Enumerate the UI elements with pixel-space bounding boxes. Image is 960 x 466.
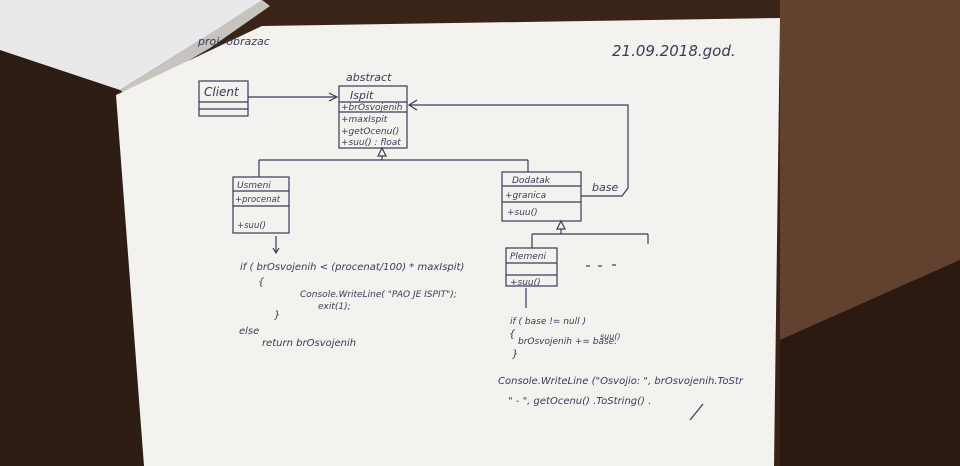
usmeni-note-arrowhead (272, 247, 280, 255)
abstract-stereotype: abstract (346, 71, 392, 84)
notebook-edge (120, 0, 270, 96)
dodatak-name: Dodatak (512, 176, 551, 186)
desk-shadow (780, 260, 960, 466)
base-arrow-head (407, 99, 418, 111)
notebook-sheet (0, 0, 262, 90)
code-line-left: Console.WriteLine( "PAO JE ISPIT"); (300, 290, 457, 300)
abstract-name: Ispit (350, 89, 374, 102)
plemeni-box (505, 247, 558, 287)
paper-sheet (116, 18, 780, 466)
plemeni-name: Plemeni (510, 252, 546, 262)
corner-text: proj. obrazac (197, 35, 270, 48)
abstract-member: +brOsvojenih (341, 103, 403, 113)
dodatak-method: +suu() (507, 208, 538, 218)
code-line-right: brOsvojenih += base. (518, 337, 617, 347)
code-line-right: } (512, 349, 518, 360)
abstract-box (338, 85, 408, 149)
client-box (198, 80, 249, 117)
usmeni-name: Usmeni (237, 181, 271, 191)
code-line-right: { (509, 329, 516, 340)
base-label: base (592, 181, 618, 194)
plemeni-method: +suu() (510, 278, 541, 288)
client-name: Client (204, 85, 240, 99)
desk-highlight (780, 0, 960, 340)
pen-mark (689, 403, 704, 421)
abstract-member: +suu() : float (341, 138, 401, 148)
code-line-left: } (274, 310, 280, 321)
usmeni-method: +suu() (237, 221, 266, 231)
dodatak-attribute: +granica (505, 191, 546, 201)
code-line-right: suu() (600, 332, 621, 341)
desk-left-shadow (0, 0, 150, 466)
usmeni-attribute: +procenat (235, 195, 281, 205)
client-arrow-head (328, 92, 339, 102)
date-label: 21.09.2018.god. (612, 42, 736, 60)
base-association (410, 104, 629, 197)
code-line-left: exit(1); (318, 302, 351, 312)
code-line-right: Console.WriteLine ("Osvojio: ", brOsvoje… (498, 376, 744, 387)
code-line-right: " - ", getOcenu() .ToString() . (508, 396, 651, 407)
code-notes: if ( brOsvojenih < (procenat/100) * maxI… (239, 262, 744, 407)
code-line-left: { (258, 277, 265, 288)
uml-diagram (198, 80, 704, 421)
uml-labels: Client abstract Ispit +brOsvojenih +maxI… (204, 71, 618, 288)
code-line-left: else (239, 326, 259, 337)
code-line-left: if ( brOsvojenih < (procenat/100) * maxI… (240, 262, 464, 273)
code-line-left: return brOsvojenih (262, 338, 356, 349)
usmeni-box (232, 176, 290, 234)
abstract-member: +maxIspit (341, 115, 388, 125)
abstract-member: +getOcenu() (341, 127, 399, 137)
code-line-right: if ( base != null ) (510, 317, 586, 327)
